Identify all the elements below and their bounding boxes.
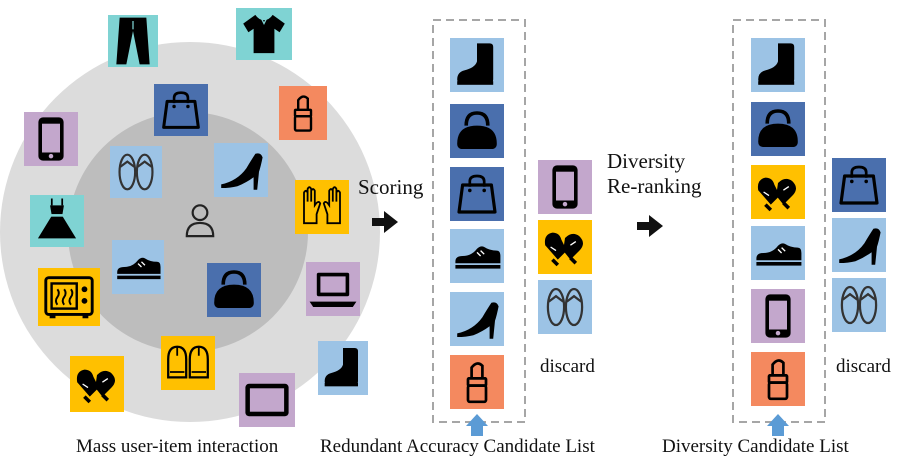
scoring-arrow <box>372 211 398 233</box>
item-laptop <box>306 262 360 316</box>
discard-label-1: discard <box>540 356 595 377</box>
diversity-item-purse <box>751 102 805 156</box>
diversity-discard <box>832 158 886 332</box>
scatter-items <box>24 8 368 427</box>
accuracy-item-high-heel <box>450 292 504 346</box>
rerank-arrow <box>637 215 663 237</box>
diversity-item-lipstick <box>751 352 805 406</box>
item-shirt <box>236 8 292 60</box>
caption-mass-interaction: Mass user-item interaction <box>76 436 279 457</box>
accuracy-discard <box>538 160 592 334</box>
diversity-list <box>751 38 805 406</box>
item-oven <box>38 268 100 326</box>
diversity-up-arrow <box>767 414 789 436</box>
accuracy-item-lipstick <box>450 355 504 409</box>
item-gloves <box>295 180 349 234</box>
discard-handbag <box>832 158 886 212</box>
diversity-item-mittens <box>751 165 805 219</box>
discard-label-2: discard <box>836 356 891 377</box>
item-dress <box>30 195 84 247</box>
item-mittens <box>70 356 124 412</box>
accuracy-item-boot <box>450 38 504 92</box>
diversity-label-line1: Diversity <box>607 149 686 173</box>
item-shoe <box>112 240 164 294</box>
scoring-label: Scoring <box>358 175 424 199</box>
item-high-heel <box>214 143 268 197</box>
accuracy-item-handbag <box>450 167 504 221</box>
caption-diversity-list: Diversity Candidate List <box>662 436 850 457</box>
discard-sandals-2 <box>832 278 886 332</box>
discard-high-heel <box>832 218 886 272</box>
caption-accuracy-list: Redundant Accuracy Candidate List <box>320 436 596 457</box>
item-sandals <box>110 146 162 198</box>
item-purse <box>207 263 261 317</box>
discard-phone <box>538 160 592 214</box>
item-handbag <box>154 84 208 136</box>
item-phone <box>24 112 78 166</box>
item-gloves-outline <box>161 336 215 390</box>
item-tablet <box>239 373 295 427</box>
discard-mittens <box>538 220 592 274</box>
item-boot <box>318 341 368 395</box>
diversity-item-phone <box>751 289 805 343</box>
accuracy-up-arrow <box>466 414 488 436</box>
accuracy-item-shoe <box>450 229 504 283</box>
diversity-label-line2: Re-ranking <box>607 174 702 198</box>
diversity-item-boot <box>751 38 805 92</box>
discard-sandals <box>538 280 592 334</box>
item-lipstick <box>279 86 327 140</box>
item-pants <box>108 15 158 67</box>
accuracy-item-purse <box>450 104 504 158</box>
accuracy-list <box>450 38 504 409</box>
diversity-item-shoe <box>751 226 805 280</box>
